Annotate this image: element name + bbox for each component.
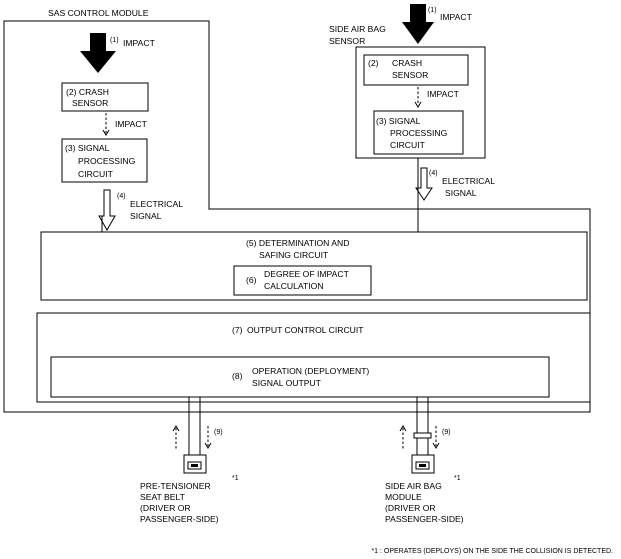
side-elec-num: (4) [429,170,438,177]
degree-num: (6) [246,275,257,285]
left-signal-circuit-l1: (3) SIGNAL [65,143,110,153]
footnote: *1 : OPERATES (DEPLOYS) ON THE SIDE THE … [371,548,613,555]
output-control-num: (7) [232,325,243,335]
airbag-shorting-bar [413,432,432,439]
left-elec-l2: SIGNAL [130,211,162,221]
left-crash-sensor-l1: (2) CRASH [66,87,109,97]
left-signal-circuit-box [61,138,148,183]
airbag-num: (9) [442,429,451,436]
left-signal-circuit-l3: CIRCUIT [78,169,114,179]
pretensioner-l4: PASSENGER-SIDE) [140,514,219,524]
side-impact-arrow [402,4,434,44]
left-impact-label: IMPACT [123,38,156,48]
operation-l2: SIGNAL OUTPUT [252,378,322,388]
airbag-l3: (DRIVER OR [385,503,436,513]
operation-l1: OPERATION (DEPLOYMENT) [252,366,369,376]
airbag-connector-icon [411,454,435,474]
degree-box [233,265,372,296]
left-electrical-arrow [98,189,116,232]
output-control-label: OUTPUT CONTROL CIRCUIT [247,325,364,335]
left-impact-num: (1) [110,37,119,44]
side-impact-label: IMPACT [440,12,473,22]
side-sensor-title-l1: SIDE AIR BAG [329,24,386,34]
pretensioner-num: (9) [214,429,223,436]
side-sensor-title-l2: SENSOR [329,36,365,46]
sas-control-module-outline [3,20,591,413]
left-signal-circuit-l2: PROCESSING [78,156,136,166]
operation-box [50,356,550,398]
left-mid-impact-label: IMPACT [115,119,148,129]
side-signal-l1: (3) SIGNAL [376,116,421,126]
side-impact-num: (1) [428,7,437,14]
degree-l2: CALCULATION [264,281,324,291]
side-crash-l2: SENSOR [392,70,428,80]
left-crash-sensor-box [61,82,149,112]
left-crash-sensor-l2: SENSOR [72,98,108,108]
determination-l2: SAFING CIRCUIT [259,250,329,260]
side-crash-num: (2) [368,58,379,68]
pretensioner-note: *1 [232,475,239,482]
side-elec-l1: ELECTRICAL [442,176,495,186]
airbag-l2: MODULE [385,492,422,502]
determination-l1: (5) DETERMINATION AND [246,238,349,248]
degree-l1: DEGREE OF IMPACT [264,269,350,279]
side-signal-circuit-box [373,110,464,155]
side-signal-l3: CIRCUIT [390,140,426,150]
module-title: SAS CONTROL MODULE [48,8,149,18]
side-elec-l2: SIGNAL [445,188,477,198]
side-mid-impact-label: IMPACT [427,89,460,99]
side-signal-l2: PROCESSING [390,128,448,138]
operation-num: (8) [232,371,243,381]
pretensioner-l1: PRE-TENSIONER [140,481,211,491]
side-crash-sensor-box [363,54,469,86]
pretensioner-l3: (DRIVER OR [140,503,191,513]
side-crash-l1: CRASH [392,58,422,68]
airbag-l1: SIDE AIR BAG [385,481,442,491]
airbag-l4: PASSENGER-SIDE) [385,514,464,524]
pretensioner-connector-icon [183,454,207,474]
left-elec-l1: ELECTRICAL [130,199,183,209]
airbag-note: *1 [454,475,461,482]
left-impact-arrow [80,33,116,73]
pretensioner-l2: SEAT BELT [140,492,186,502]
side-electrical-arrow [415,167,433,201]
left-elec-num: (4) [117,193,126,200]
